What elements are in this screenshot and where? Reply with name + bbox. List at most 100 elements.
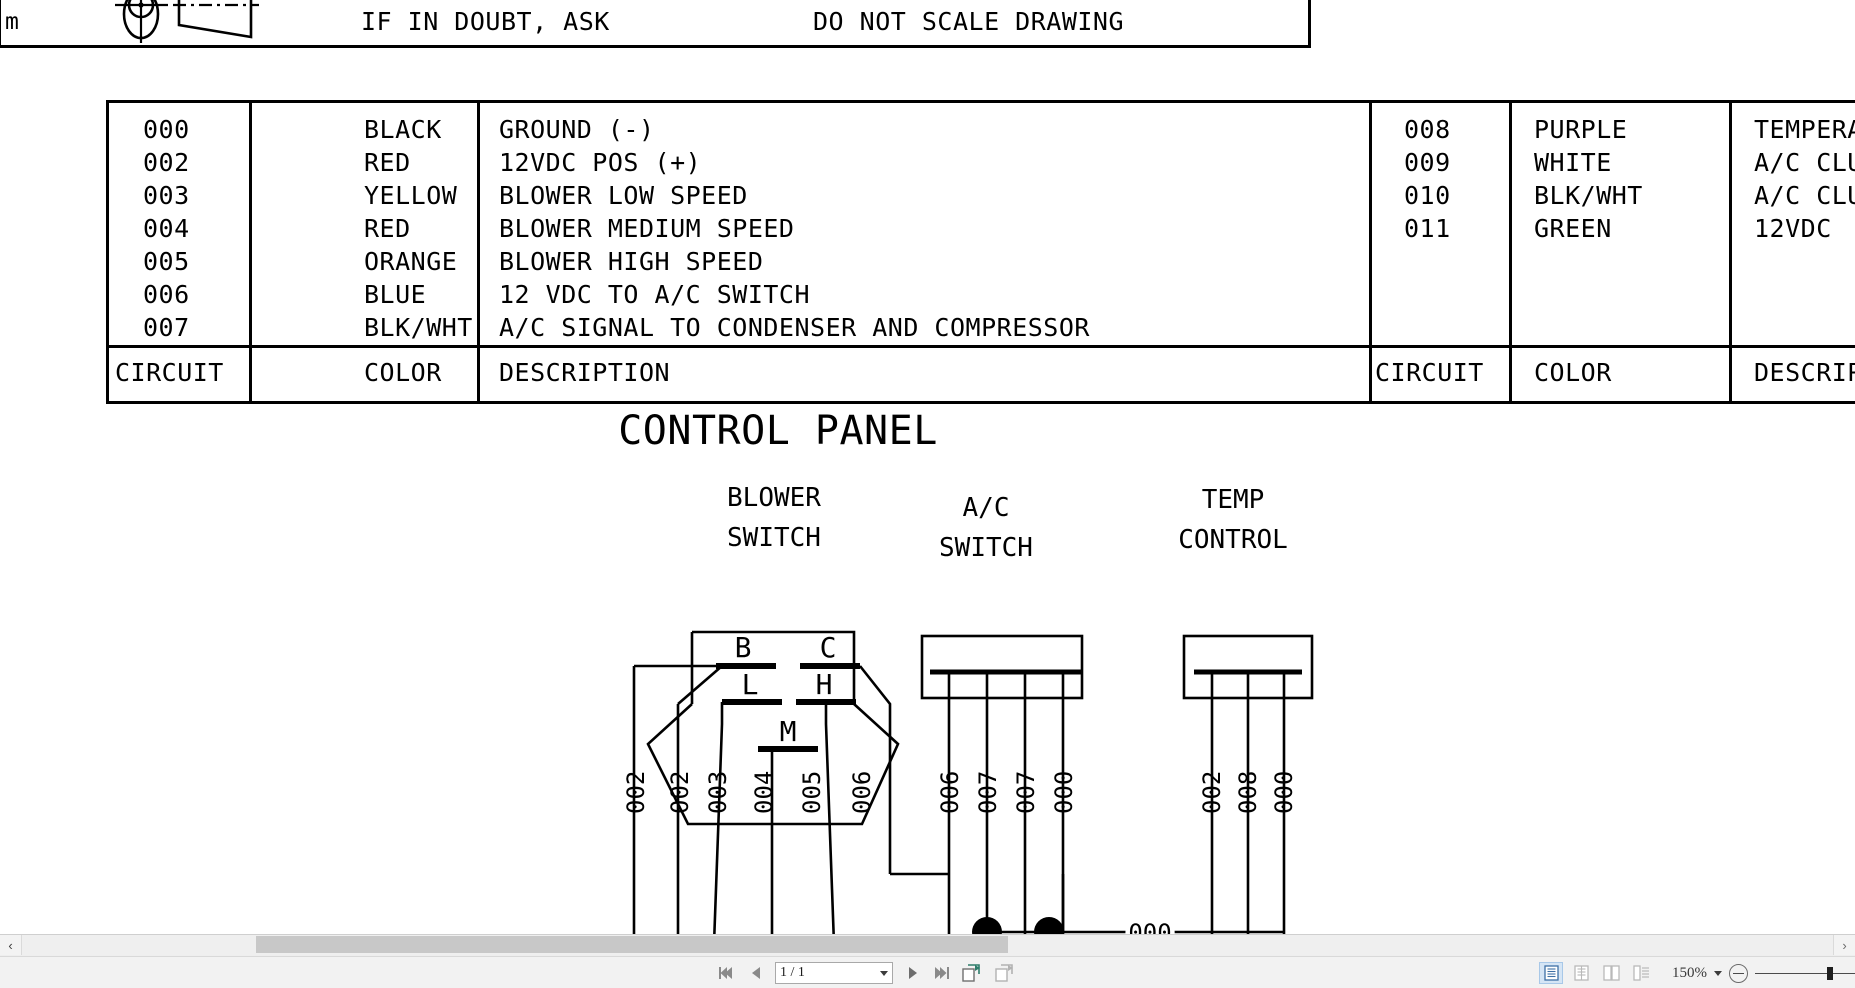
single-page-view-icon [1543,965,1559,981]
legend-divider-2 [477,103,480,401]
temp-control-label-line1: TEMP [1202,485,1265,515]
horizontal-scrollbar-thumb[interactable] [256,936,1008,953]
blower-switch-group: BLOWER SWITCH B C L H [632,483,900,942]
chevron-down-icon[interactable] [880,970,888,976]
next-page-button[interactable] [902,962,922,984]
view-mode-group [1539,957,1653,988]
scroll-right-button[interactable]: › [1833,935,1855,955]
legend-divider-5 [1729,103,1732,401]
horizontal-scrollbar-track[interactable] [22,935,1833,955]
schematic-drawing: CONTROL PANEL BLOWER SWITCH [618,408,1314,942]
zoom-percentage-label[interactable]: 150% [1672,964,1707,981]
legend-cell-circuit: 008 [1404,115,1451,144]
wire-label-temp-1: 002 [1198,771,1226,814]
continuous-scroll-view-button[interactable] [1569,962,1593,984]
legend-cell-description: A/C CLUTCH [1754,181,1855,210]
legend-cell-description: 12VDC [1754,214,1832,243]
legend-cell-description: BLOWER MEDIUM SPEED [499,214,795,243]
blower-terminal-l: L [742,668,759,701]
first-angle-projection-symbol-icon [115,0,259,43]
wire-label-blower-2: 002 [666,771,694,814]
zoom-slider[interactable] [1755,964,1855,983]
scroll-left-button[interactable]: ‹ [0,935,22,955]
temp-control-label-line2: CONTROL [1178,525,1288,555]
zoom-slider-knob[interactable] [1826,966,1833,980]
zoom-chevron-down-icon[interactable] [1714,970,1722,976]
chevron-left-icon: ‹ [8,937,13,953]
legend-cell-color: GREEN [1534,214,1612,243]
page-number-value: 1 / 1 [780,965,805,980]
status-bar: 1 / 1 [0,956,1855,988]
legend-cell-color: RED [364,214,411,243]
wire-label-ac-1: 006 [936,771,964,814]
schematic-title: CONTROL PANEL [618,408,938,454]
legend-cell-description: BLOWER LOW SPEED [499,181,748,210]
zoom-out-button[interactable] [1729,963,1748,983]
wire-label-blower-6: 006 [848,771,876,814]
duplicate-page-icon [995,964,1013,982]
control-panel-schematic: CONTROL PANEL BLOWER SWITCH [0,404,1855,942]
wire-label-ac-4: 000 [1050,771,1078,814]
legend-cell-color: ORANGE [364,247,458,276]
wire-label-blower-3: 003 [704,771,732,814]
duplicate-page-button[interactable] [993,962,1017,984]
legend-header-color-left: COLOR [364,358,442,387]
legend-cell-circuit: 002 [143,148,190,177]
first-page-button[interactable] [717,962,737,984]
legend-cell-color: BLACK [364,115,442,144]
two-page-view-button[interactable] [1599,962,1623,984]
legend-cell-circuit: 000 [143,115,190,144]
legend-cell-color: YELLOW [364,181,458,210]
blower-switch-label-line1: BLOWER [727,483,821,513]
legend-cell-color: RED [364,148,411,177]
last-page-icon [935,967,949,979]
wire-label-blower-4: 004 [750,771,778,814]
book-view-button[interactable] [1629,962,1653,984]
legend-header-description-left: DESCRIPTION [499,358,671,387]
legend-column-description-right: TEMPERATUREA/C CLUTCHA/C CLUTCH12VDC [1754,113,1855,245]
wire-label-ac-3: 007 [1012,771,1040,814]
temp-control-group: TEMP CONTROL [1178,485,1314,942]
single-page-view-button[interactable] [1539,962,1563,984]
zoom-slider-track [1755,972,1855,975]
chevron-left-page-icon [751,967,760,979]
zoom-control-group: 150% [1672,957,1855,988]
legend-cell-circuit: 007 [143,313,190,342]
legend-header-circuit-right: CIRCUIT [1375,358,1484,387]
legend-cell-description: TEMPERATURE [1754,115,1855,144]
document-canvas[interactable]: m IF IN DOUBT, ASK DO NOT SCALE DRAWING … [0,0,1855,942]
legend-divider-1 [249,103,252,401]
legend-header-circuit-left: CIRCUIT [115,358,224,387]
horizontal-scrollbar[interactable]: ‹ › [0,934,1855,956]
legend-cell-description: 12 VDC TO A/C SWITCH [499,280,811,309]
last-page-button[interactable] [931,962,951,984]
legend-divider-3 [1369,103,1372,401]
wire-label-temp-3: 000 [1270,771,1298,814]
legend-cell-color: BLUE [364,280,427,309]
blower-terminal-h: H [816,668,833,701]
legend-header-separator [109,345,1855,348]
legend-cell-color: WHITE [1534,148,1612,177]
page-number-input[interactable]: 1 / 1 [775,962,893,984]
blower-terminal-c: C [820,631,837,664]
drawing-title-block: m IF IN DOUBT, ASK DO NOT SCALE DRAWING [0,0,1311,48]
legend-cell-circuit: 005 [143,247,190,276]
wire-label-temp-2: 008 [1234,771,1262,814]
add-page-icon [962,964,980,982]
legend-cell-description: A/C SIGNAL TO CONDENSER AND COMPRESSOR [499,313,1090,342]
add-page-button[interactable] [960,962,984,984]
legend-header-description-right: DESCRIPTION [1754,358,1855,387]
first-page-icon [719,967,732,979]
blower-terminal-m: M [780,715,797,748]
previous-page-button[interactable] [746,962,766,984]
blower-switch-label-line2: SWITCH [727,523,821,553]
legend-divider-4 [1509,103,1512,401]
minus-icon [1733,972,1744,975]
